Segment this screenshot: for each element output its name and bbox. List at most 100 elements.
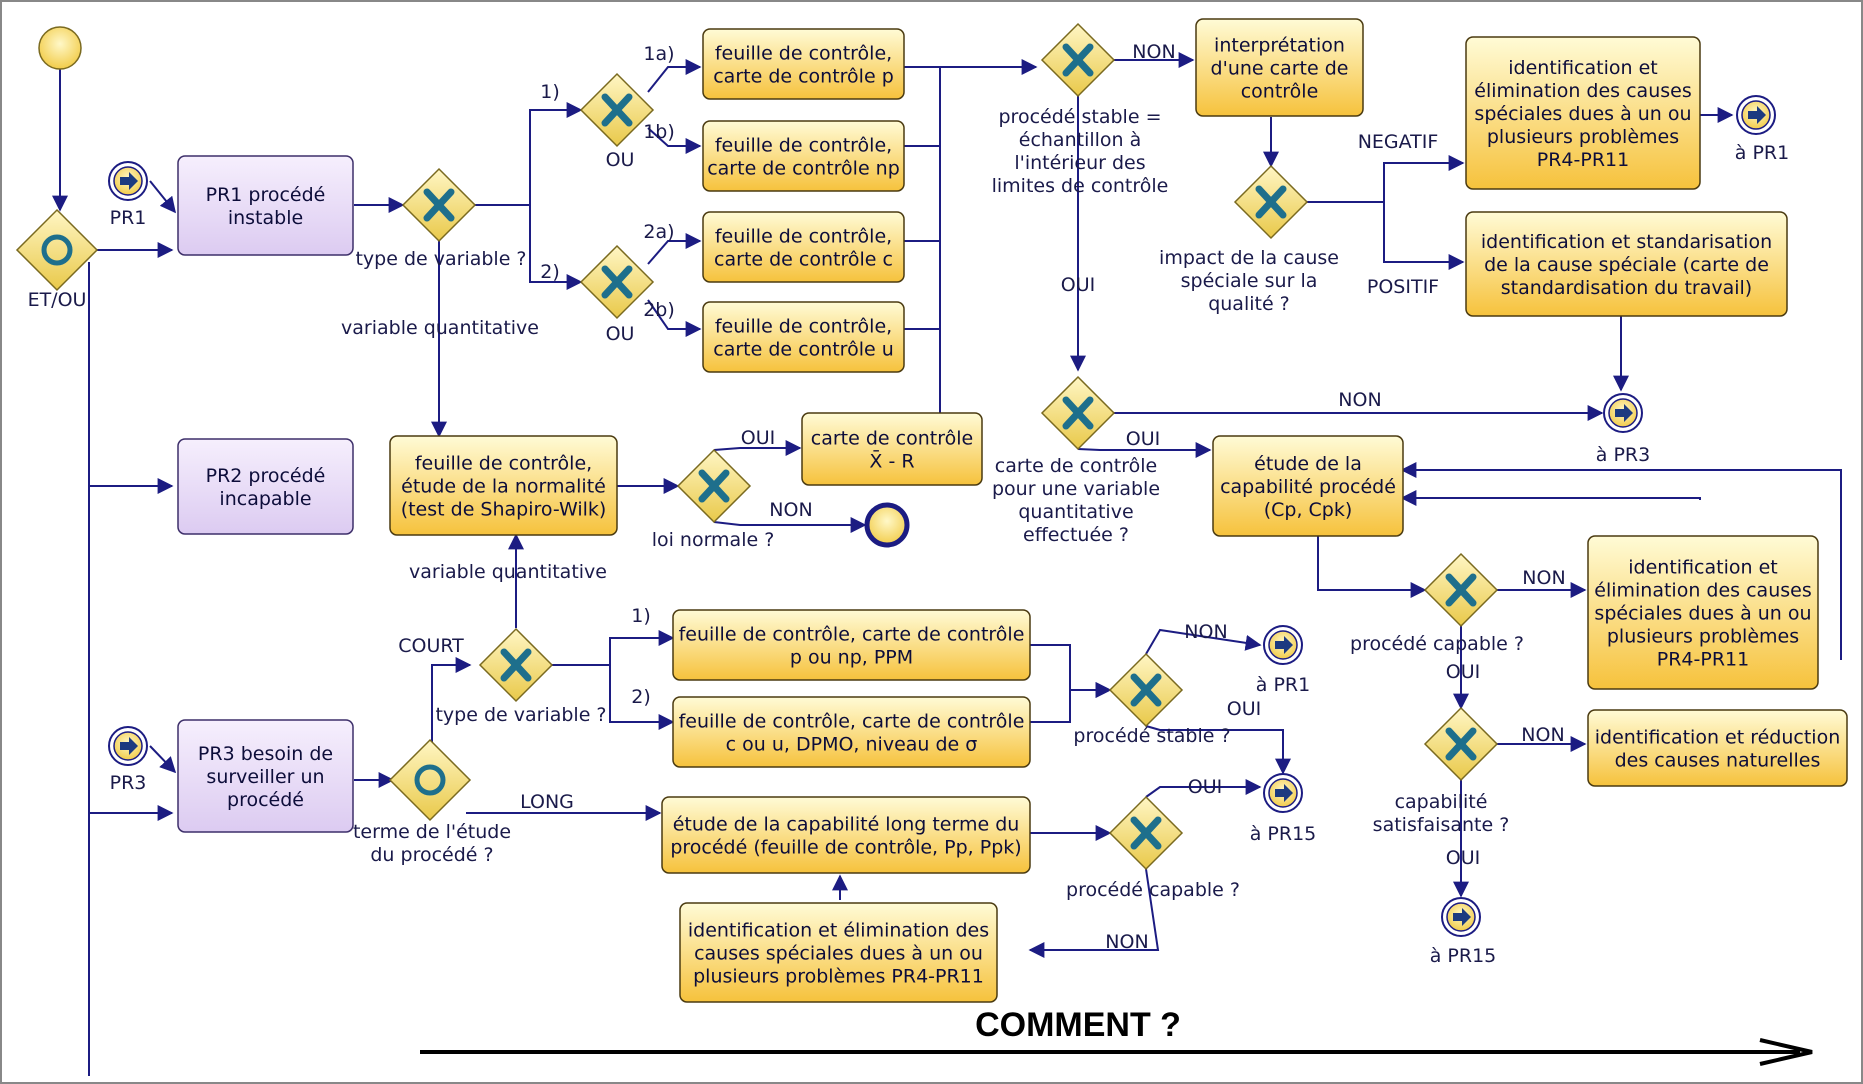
label-var-quant-1: variable quantitative xyxy=(341,317,539,339)
label-cap-long: procédé capable ? xyxy=(1066,879,1240,901)
gateway-et-ou-diamond xyxy=(15,208,99,292)
task-chart-np-text: feuille de contrôle,carte de contrôle np xyxy=(707,135,900,180)
arrow-right-circle-icon xyxy=(1748,106,1766,124)
gateway-terme[interactable] xyxy=(388,738,472,822)
footer-title: COMMENT ? xyxy=(975,1006,1181,1044)
gateway-normal[interactable] xyxy=(676,448,752,524)
label-b1: 1) xyxy=(540,81,560,103)
flow-court-gw xyxy=(431,657,472,744)
flow-stable2-oui xyxy=(1145,725,1291,775)
x-icon xyxy=(1445,573,1477,607)
gateway-ou-2[interactable] xyxy=(579,244,655,320)
gateway-ou-1[interactable] xyxy=(579,72,655,148)
process-pr3-frame xyxy=(177,719,354,833)
label-pr3-in: PR3 xyxy=(110,772,147,794)
task-normality[interactable]: feuille de contrôle,étude de la normalit… xyxy=(389,435,618,536)
task-chart-u[interactable]: feuille de contrôle,carte de contrôle u xyxy=(702,301,905,373)
x-icon xyxy=(1130,673,1162,707)
label-non-capable: NON xyxy=(1522,567,1565,589)
gateway-type-variable-2[interactable] xyxy=(478,627,554,703)
link-to-pr15-mid[interactable] xyxy=(1263,773,1303,813)
gateway-impact[interactable] xyxy=(1233,164,1309,240)
gateway-terme-diamond xyxy=(388,738,472,822)
link-pr1-in[interactable] xyxy=(108,161,148,201)
flow-non-end xyxy=(713,517,867,533)
label-b2a: 2a) xyxy=(643,221,674,243)
label-et-ou: ET/OU xyxy=(28,289,87,311)
label-to-pr15-mid: à PR15 xyxy=(1250,823,1317,845)
link-pr3-in[interactable] xyxy=(108,726,148,766)
task-elim-right-frame xyxy=(1587,535,1819,690)
task-chart-np-frame xyxy=(702,120,905,192)
task-chart-p[interactable]: feuille de contrôle,carte de contrôle p xyxy=(702,28,905,100)
label-non-stable2: NON xyxy=(1184,621,1227,643)
flow-gw-down xyxy=(475,204,583,290)
gateway-capable[interactable] xyxy=(1423,552,1499,628)
sequence-flows xyxy=(52,52,1842,1076)
start-event[interactable] xyxy=(38,26,82,70)
label-b2b: 2b) xyxy=(643,299,675,321)
process-pr2-frame xyxy=(177,438,354,535)
label-oui-top: OUI xyxy=(1061,274,1095,296)
label-loi-normale: loi normale ? xyxy=(652,529,775,551)
task-xbar-r-frame xyxy=(801,412,983,486)
link-to-pr1-top[interactable] xyxy=(1736,95,1776,135)
end-event[interactable] xyxy=(864,502,910,548)
gateway-et-ou[interactable] xyxy=(15,208,99,292)
task-elim-bottom-frame xyxy=(679,902,998,1003)
x-icon xyxy=(698,469,730,503)
label-negatif: NEGATIF xyxy=(1358,131,1439,153)
flow-pr1in xyxy=(149,180,177,214)
gateway-cap-long[interactable] xyxy=(1108,795,1184,871)
label-b2: 2) xyxy=(540,261,560,283)
label-to-pr1-top: à PR1 xyxy=(1735,142,1789,164)
task-normality-text: feuille de contrôle,étude de la normalit… xyxy=(401,453,607,521)
label-pr1-in: PR1 xyxy=(110,207,147,229)
label-stable2: procédé stable ? xyxy=(1073,725,1230,747)
flow-impact-pos xyxy=(1307,201,1465,270)
label-non-normal: NON xyxy=(769,499,812,521)
link-to-pr15-right[interactable] xyxy=(1441,897,1481,937)
gateway-satisfaisante[interactable] xyxy=(1423,706,1499,782)
task-normality-frame xyxy=(389,435,618,536)
task-chart-np[interactable]: feuille de contrôle,carte de contrôle np xyxy=(702,120,905,192)
link-to-pr1-mid[interactable] xyxy=(1263,625,1303,665)
gateway-stable-top[interactable] xyxy=(1040,22,1116,98)
gateway-quant-done[interactable] xyxy=(1040,375,1116,451)
flow-np-merge xyxy=(904,67,941,147)
gateway-type-variable[interactable] xyxy=(401,167,477,243)
label-oui-capable: OUI xyxy=(1446,661,1480,683)
task-chart-c[interactable]: feuille de contrôle,carte de contrôle c xyxy=(702,211,905,283)
gateway-stable-2[interactable] xyxy=(1108,652,1184,728)
flow-gw2-2 xyxy=(552,664,675,730)
flow-2-merge xyxy=(1030,682,1112,723)
label-non-top: NON xyxy=(1132,41,1175,63)
flow-gw-up xyxy=(475,102,583,206)
flow-u-merge xyxy=(904,67,941,330)
flow-oui-xr xyxy=(713,440,802,456)
link-to-pr3[interactable] xyxy=(1603,393,1643,433)
